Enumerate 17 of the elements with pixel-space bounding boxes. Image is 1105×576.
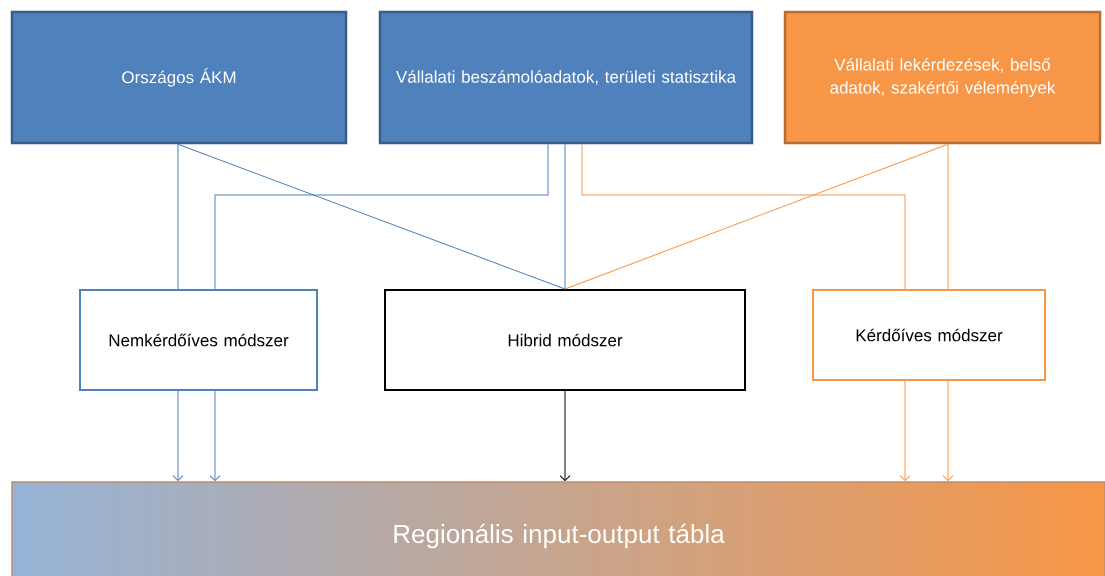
method-box: Hibrid módszer [384, 289, 746, 391]
connector [564, 143, 566, 290]
result-band: Regionális input-output tábla [11, 481, 1105, 576]
source-box: Országos ÁKM [10, 10, 348, 145]
connector [581, 143, 906, 290]
connector [209, 390, 221, 482]
source-box: Vállalati beszámolóadatok, területi statisztika [378, 10, 754, 145]
method-box: Nemkérdőíves módszer [79, 289, 318, 391]
source-box: Vállalati lekérdezések, belső adatok, szakértői vélemények [783, 10, 1102, 145]
connector [172, 390, 184, 482]
connector [947, 143, 949, 290]
connector [564, 143, 949, 290]
connector [177, 143, 179, 290]
connector [942, 380, 954, 482]
method-box: Kérdőíves módszer [812, 289, 1046, 381]
connector [899, 380, 911, 482]
connector [559, 390, 571, 482]
